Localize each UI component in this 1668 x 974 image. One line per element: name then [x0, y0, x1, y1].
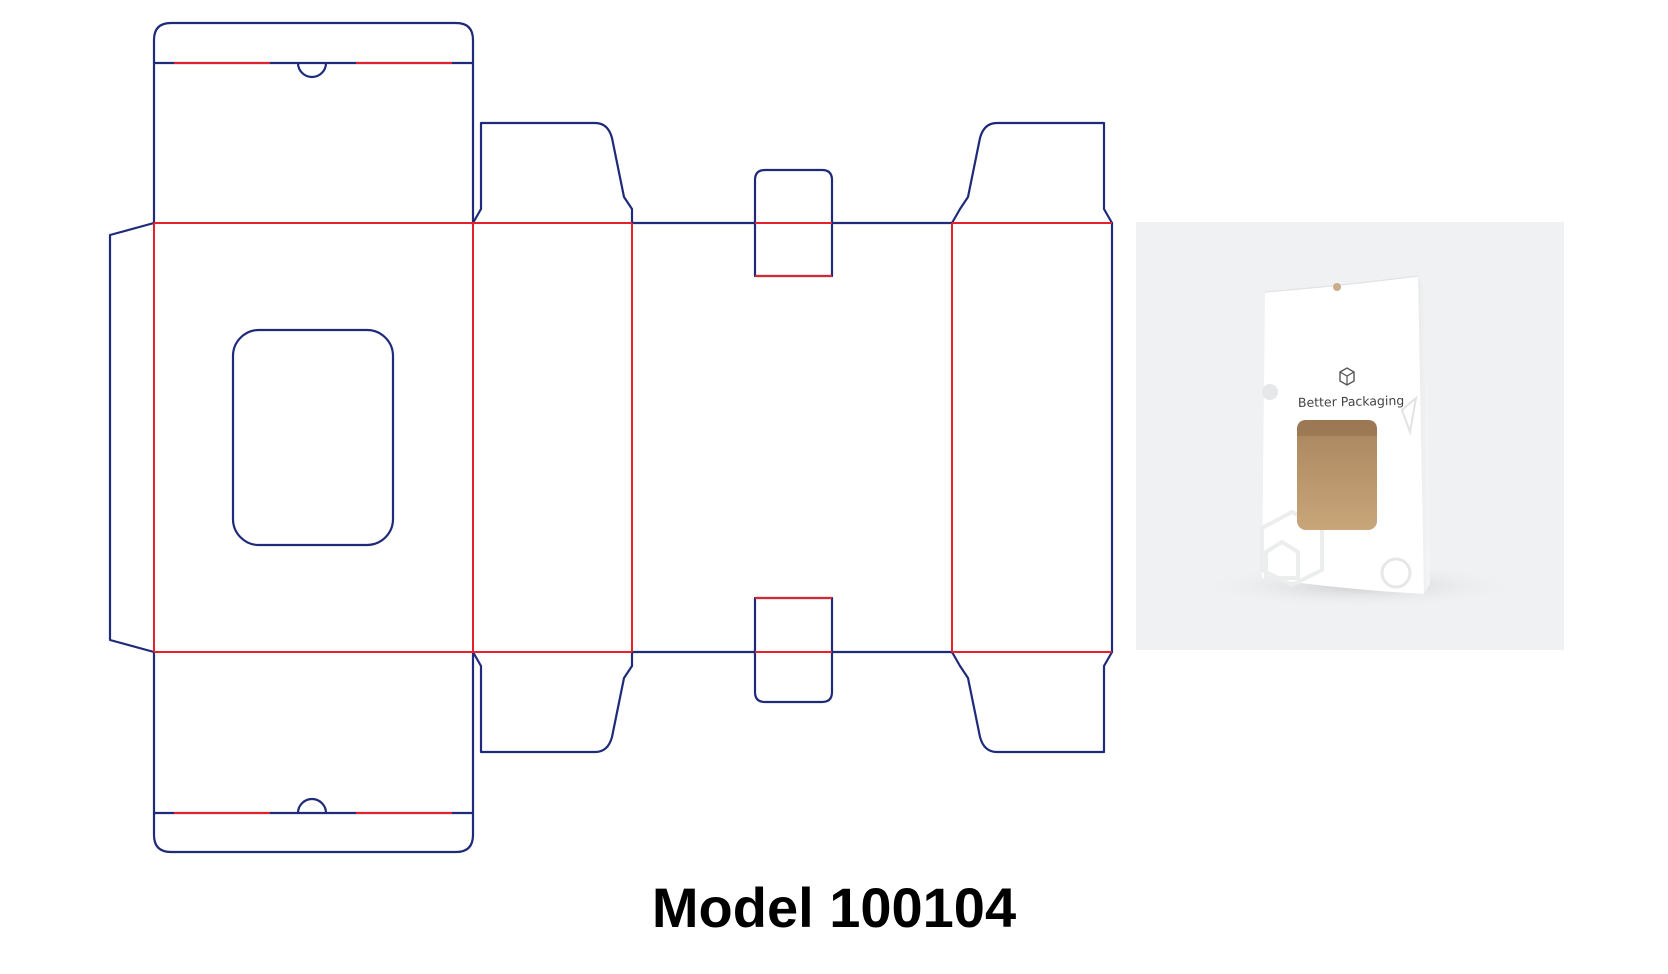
decor-circle-bottom [1380, 557, 1412, 589]
decor-circle-left [1262, 384, 1278, 400]
top-thumb-notch [296, 61, 328, 79]
back-panel-bottom-tab [753, 596, 834, 704]
hexagon-box-logo-icon [1339, 367, 1355, 386]
box-thumb-notch [1333, 283, 1341, 291]
top-tuck-flap [152, 21, 475, 227]
side-panel-2-top-dust-flap [950, 121, 1114, 225]
window-cutout [231, 328, 395, 547]
box-window-inner-shadow [1297, 420, 1377, 436]
brand-name: Better Packaging [1298, 393, 1405, 410]
decor-triangle-right [1400, 395, 1418, 436]
glue-flap [108, 221, 156, 654]
side-panel-2-bottom-dust-flap [950, 650, 1114, 754]
side-panel-1-bottom-dust-flap [471, 650, 634, 754]
box-top-edge [1264, 275, 1419, 293]
decor-hexagon-bottom [1260, 509, 1324, 588]
bottom-thumb-notch [296, 797, 328, 815]
bottom-tuck-flap [152, 650, 475, 854]
side-panel-1-top-dust-flap [471, 121, 634, 225]
dieline [108, 21, 1114, 854]
back-panel-top-tab [753, 168, 834, 278]
decor-house-bottom [1264, 539, 1300, 580]
model-title: Model 100104 [651, 876, 1017, 939]
box-side-face [1418, 276, 1430, 594]
box-mockup: Better Packaging [1136, 222, 1564, 650]
box-window [1297, 420, 1377, 530]
